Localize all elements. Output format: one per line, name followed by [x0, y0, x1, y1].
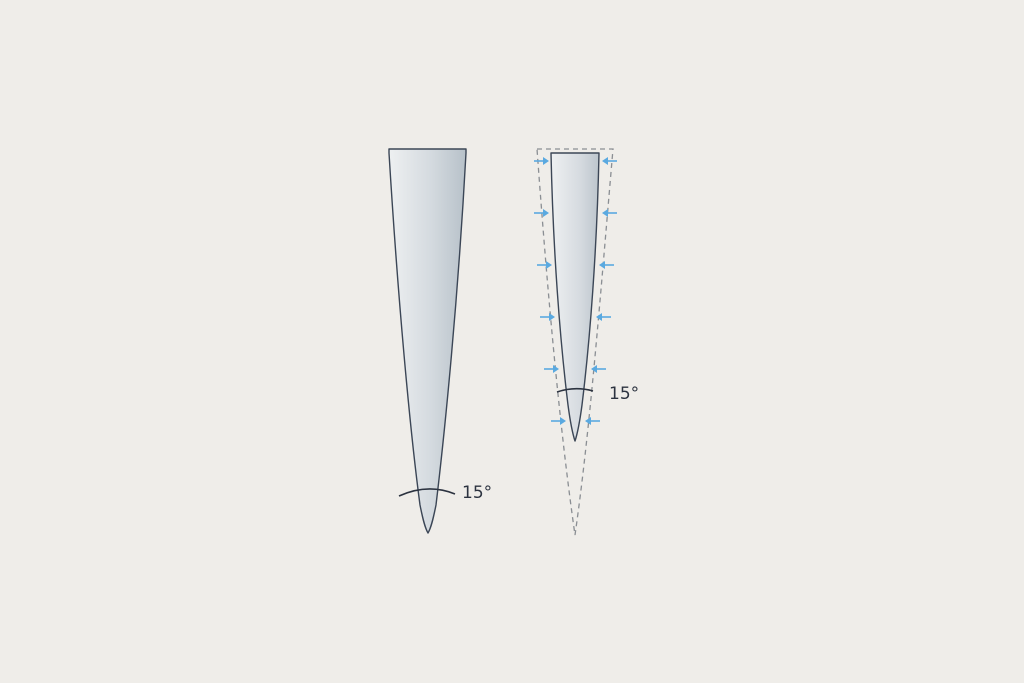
arrow-left-icon [591, 365, 606, 373]
left-blade-group: 15° [388, 148, 492, 534]
arrow-right-icon [544, 365, 559, 373]
arrow-right-icon [534, 157, 549, 165]
right-blade-cross-section [550, 152, 600, 442]
arrow-right-icon [537, 261, 552, 269]
right-side-arrows [585, 157, 617, 425]
arrow-right-icon [551, 417, 566, 425]
left-blade-cross-section [388, 148, 467, 534]
left-blade-angle-label: 15° [462, 483, 492, 503]
right-blade-angle-arc [556, 387, 594, 393]
original-outline-dashed [536, 148, 614, 536]
arrow-left-icon [585, 417, 600, 425]
arrow-right-icon [534, 209, 549, 217]
right-blade-angle-label: 15° [609, 384, 639, 404]
arrow-left-icon [599, 261, 614, 269]
arrow-right-icon [540, 313, 555, 321]
left-side-arrows [534, 157, 566, 425]
right-blade-group: 15° [534, 148, 639, 536]
arrow-left-icon [596, 313, 611, 321]
left-blade-angle-arc [398, 488, 456, 497]
arrow-left-icon [602, 157, 617, 165]
arrow-left-icon [602, 209, 617, 217]
